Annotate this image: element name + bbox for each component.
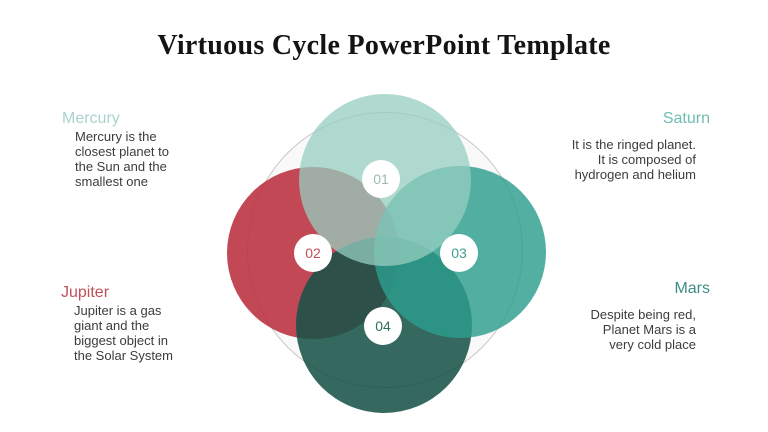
badge-02: 02: [294, 234, 332, 272]
panel-mercury: Mercury Mercury is the closest planet to…: [62, 109, 197, 189]
badge-01-number: 01: [373, 171, 389, 187]
panel-mars-description: Despite being red, Planet Mars is a very…: [590, 307, 696, 352]
badge-04: 04: [364, 307, 402, 345]
panel-jupiter: Jupiter Jupiter is a gas giant and the b…: [61, 283, 201, 363]
panel-jupiter-title: Jupiter: [61, 284, 110, 301]
badge-01: 01: [362, 160, 400, 198]
panel-mars: Mars Despite being red, Planet Mars is a…: [550, 279, 710, 352]
panel-mercury-description: Mercury is the closest planet to the Sun…: [75, 129, 169, 189]
badge-03-number: 03: [451, 245, 467, 261]
badge-04-number: 04: [375, 318, 391, 334]
panel-mars-title: Mars: [674, 280, 710, 297]
panel-jupiter-description: Jupiter is a gas giant and the biggest o…: [74, 303, 173, 363]
panel-saturn: Saturn It is the ringed planet. It is co…: [540, 109, 710, 182]
slide-title: Virtuous Cycle PowerPoint Template: [157, 30, 611, 61]
badge-03: 03: [440, 234, 478, 272]
panel-saturn-description: It is the ringed planet. It is composed …: [571, 137, 696, 182]
panel-mercury-title: Mercury: [62, 110, 120, 127]
badge-02-number: 02: [305, 245, 321, 261]
panel-saturn-title: Saturn: [662, 110, 710, 127]
